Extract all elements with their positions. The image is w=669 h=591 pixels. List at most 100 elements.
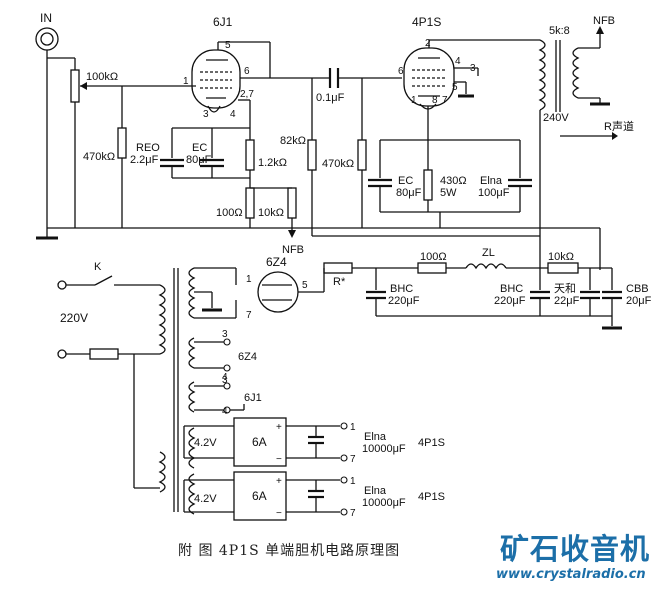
bridge-rating: 6A: [252, 489, 267, 503]
elna1-value: 100μF: [478, 187, 510, 199]
choke-label: ZL: [482, 247, 495, 259]
choke-zl: [465, 263, 507, 270]
ec2-label: EC: [398, 175, 413, 187]
r-star-resistor: [323, 262, 353, 274]
bhc1-value: 220μF: [388, 295, 420, 307]
nfb-top-label: NFB: [593, 15, 615, 27]
rectifier-tube-6z4: [257, 271, 299, 313]
watermark-url: www.crystalradio.cn: [496, 567, 646, 582]
r430-label: 430Ω: [440, 175, 467, 187]
reg-out-pin: 7: [350, 508, 356, 519]
reg-cap-value: 10000μF: [362, 443, 406, 455]
input-jack: [35, 27, 59, 232]
bhc2-value: 220μF: [494, 295, 526, 307]
pin-label: 5: [302, 280, 308, 291]
pin-label: 1: [246, 274, 252, 285]
bridge-rating: 6A: [252, 435, 267, 449]
filter-resistor-100: [417, 262, 447, 274]
transformer-ratio: 5k:8: [549, 25, 570, 37]
pot-value: 100kΩ: [86, 71, 118, 83]
r10k-b-label: 10kΩ: [548, 251, 574, 263]
mains-voltage: 220V: [60, 311, 88, 325]
reg-out-pin: 7: [350, 454, 356, 465]
pin-label: 8: [432, 95, 438, 106]
pin-label: 4: [455, 56, 461, 67]
r10k-a-label: 10kΩ: [258, 207, 284, 219]
switch-label: K: [94, 261, 102, 273]
nfb-resistor-10k: [287, 187, 297, 219]
winding-6z4-label: 6Z4: [238, 351, 257, 363]
heater-voltage-a: 4.2V: [194, 437, 217, 449]
power-transformer-primary: [158, 284, 166, 355]
pin-label: 6: [398, 66, 404, 77]
cbb-value: 20μF: [626, 295, 652, 307]
r100-label: 100Ω: [216, 207, 243, 219]
reg-out-pin: 1: [350, 422, 356, 433]
ec1-label: EC: [192, 142, 207, 154]
r-star-label: R*: [333, 276, 346, 288]
nfb-mid-label: NFB: [282, 244, 304, 256]
output-transformer: [538, 39, 580, 112]
grid-resistor-470k: [117, 127, 127, 159]
pin-label: 1: [411, 95, 417, 106]
elna1-label: Elna: [480, 175, 503, 187]
bhc1-label: BHC: [390, 283, 413, 295]
watermark-logo: 矿石收音机: [500, 532, 651, 566]
winding-pin: 3: [222, 375, 228, 386]
tube-6j1: [191, 49, 241, 113]
reg-out-pin: 1: [350, 476, 356, 487]
cathode-resistor-1-2k: [245, 139, 255, 171]
pin-label: 3: [203, 109, 209, 120]
svg-text:+: +: [276, 476, 282, 487]
pin-label: 6: [244, 66, 250, 77]
input-label: IN: [40, 11, 52, 25]
pin-label: 2: [425, 38, 431, 49]
volume-potentiometer: [70, 69, 80, 103]
pin-label: 1: [183, 76, 189, 87]
mains-terminal: [57, 280, 67, 290]
tianhe-value: 22μF: [554, 295, 580, 307]
cathode-resistor-430: [423, 169, 433, 201]
svg-text:−: −: [276, 454, 282, 465]
resistor-100: [245, 187, 255, 219]
pin-label: 2,7: [240, 89, 254, 100]
reg-cap-label: Elna: [364, 431, 387, 443]
heater-voltage-b: 4.2V: [194, 493, 217, 505]
mains-terminal: [57, 349, 67, 359]
ec1-value: 80μF: [186, 154, 212, 166]
figure-caption: 附 图 4P1S 单端胆机电路原理图: [178, 543, 401, 559]
ec2-value: 80μF: [396, 187, 422, 199]
r430-watt: 5W: [440, 187, 457, 199]
r470a-label: 470kΩ: [83, 151, 115, 163]
plate-resistor-82k: [307, 139, 317, 171]
grid-resistor-470k-b: [357, 139, 367, 171]
r470b-label: 470kΩ: [322, 158, 354, 170]
fuse: [89, 348, 119, 360]
bhc2-label: BHC: [500, 283, 523, 295]
reg-tube-label: 4P1S: [418, 437, 445, 449]
reg-tube-label: 4P1S: [418, 491, 445, 503]
r100b-label: 100Ω: [420, 251, 447, 263]
pin-label: 7: [246, 310, 252, 321]
pin-label: 5: [225, 40, 231, 51]
filter-resistor-10k: [547, 262, 579, 274]
r82k-label: 82kΩ: [280, 135, 306, 147]
pin-label: 4: [230, 109, 236, 120]
b-plus-label: 240V: [543, 112, 569, 124]
reo-label: REO: [136, 142, 160, 154]
tianhe-label: 天和: [554, 282, 576, 295]
pin-label: 7: [442, 95, 448, 106]
bridge-rectifier-2: [233, 471, 287, 521]
r12k-label: 1.2kΩ: [258, 157, 287, 169]
r-channel-label: R声道: [604, 119, 634, 133]
coupling-cap-label: 0.1μF: [316, 92, 345, 104]
tube-4p1s-label: 4P1S: [412, 15, 441, 29]
reo-value: 2.2μF: [130, 154, 159, 166]
winding-6j1-label: 6J1: [244, 392, 262, 404]
tube-6j1-label: 6J1: [213, 15, 233, 29]
reg-cap-label: Elna: [364, 485, 387, 497]
winding-pin: 4: [222, 406, 228, 417]
svg-text:+: +: [276, 422, 282, 433]
winding-pin: 4: [222, 372, 228, 383]
